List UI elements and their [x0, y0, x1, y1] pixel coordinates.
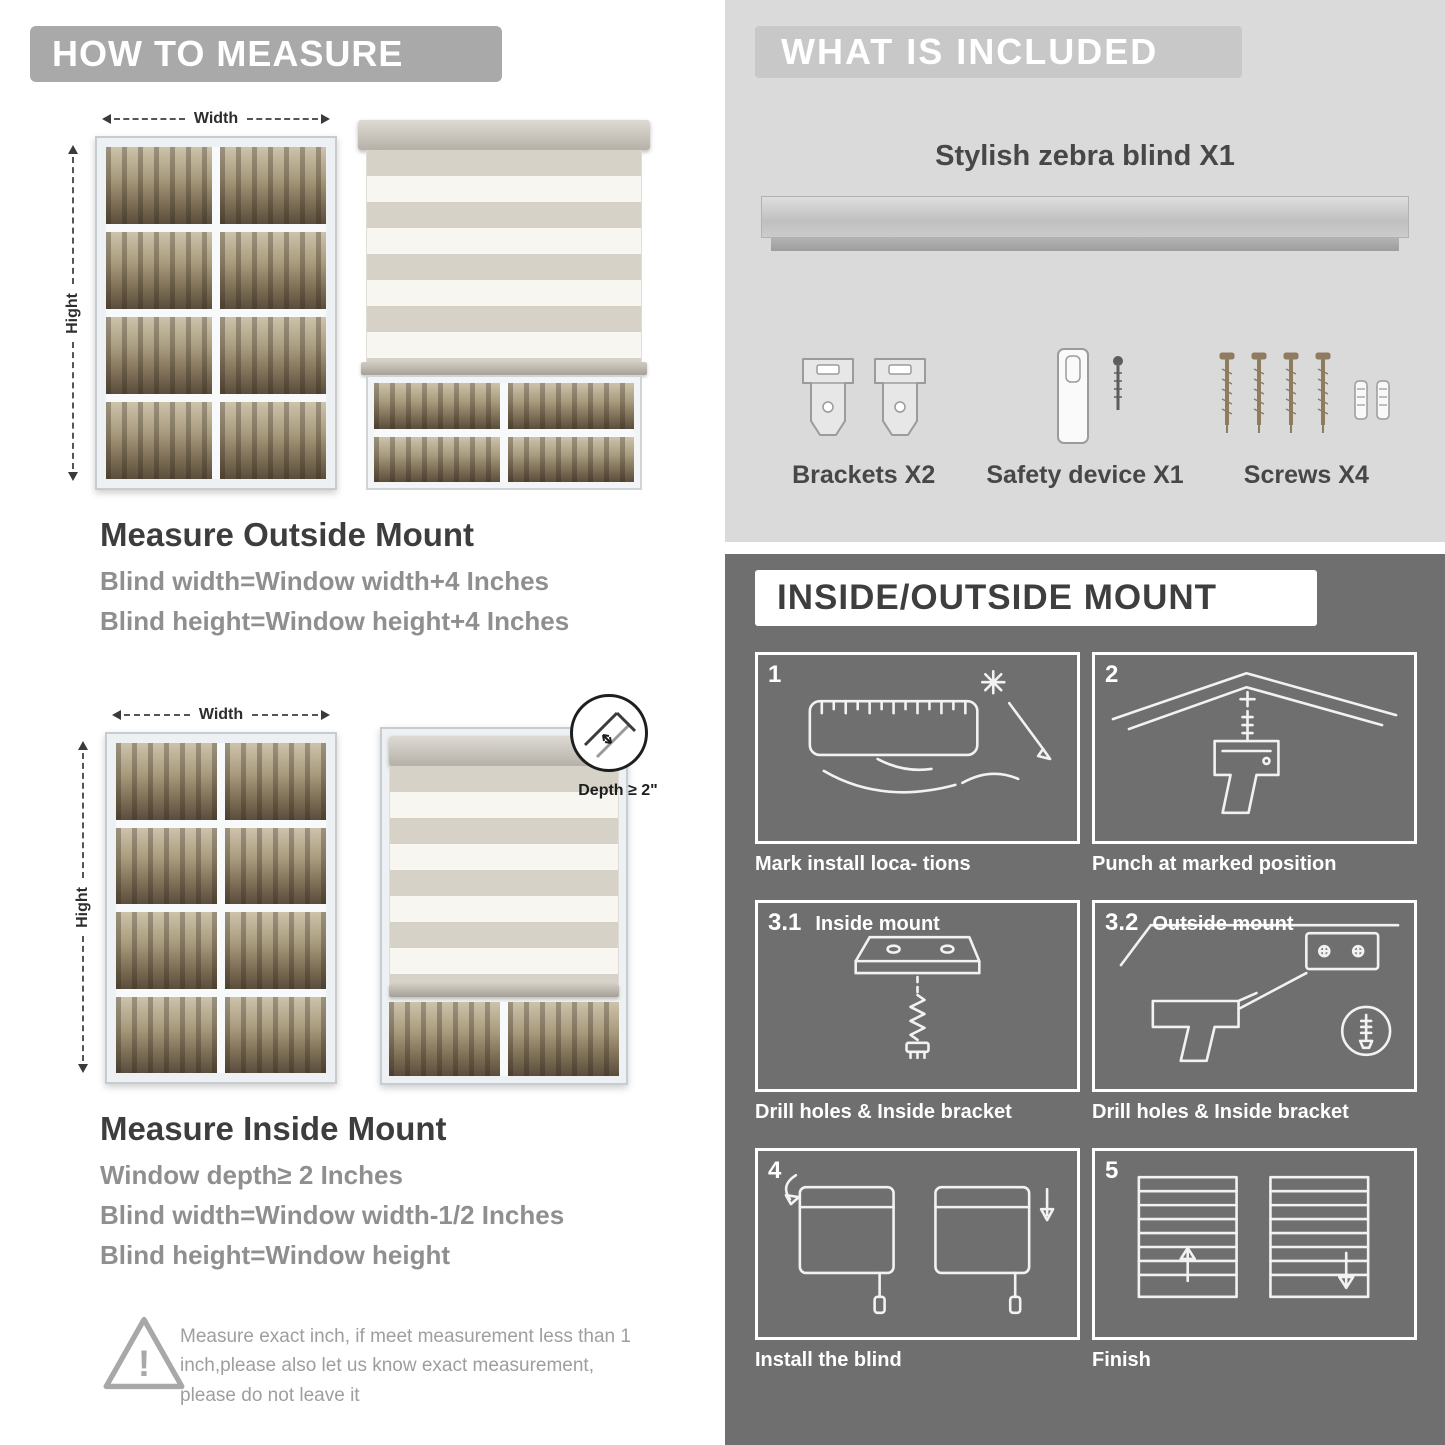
depth-label: Depth ≥ 2"	[578, 782, 658, 799]
window-lower-part	[389, 997, 619, 1076]
step-number: 1	[768, 661, 782, 688]
arrow-down-icon	[68, 472, 78, 486]
inside-mount-line-3: Blind height=Window height	[100, 1240, 450, 1270]
how-to-measure-section: HOW TO MEASURE Width Hight	[0, 0, 722, 1445]
bracket-icon	[873, 358, 926, 436]
step-caption: Mark install loca- tions	[755, 853, 971, 875]
outside-mount-title: Measure Outside Mount	[100, 516, 475, 553]
window-photo-outside	[95, 136, 337, 490]
step-panel: 3.1 Inside mount	[755, 900, 1080, 1092]
zebra-blind-inside-mount	[380, 727, 628, 1085]
mount-step-3-2: 3.2 Outside mount	[1092, 900, 1417, 1124]
warning-triangle-icon: !	[103, 1316, 185, 1390]
step-number: 4	[768, 1157, 782, 1184]
blind-stripes	[389, 766, 619, 984]
step-caption: Install the blind	[755, 1349, 902, 1371]
step-caption: Drill holes & Inside bracket	[1092, 1101, 1349, 1123]
step-caption: Punch at marked position	[1092, 853, 1337, 875]
measuring-tape-illustration	[808, 669, 1052, 794]
outside-mount-line-2: Blind height=Window height+4 Inches	[100, 606, 570, 636]
mount-step-1: 1 Mark install loca- ti	[755, 652, 1080, 876]
arrow-up-icon	[78, 736, 88, 750]
finished-blinds-illustration	[1137, 1175, 1370, 1299]
step-panel: 2	[1092, 652, 1417, 844]
blind-stripes	[366, 150, 642, 362]
mount-step-5: 5 Finish	[1092, 1148, 1417, 1372]
outside-mount-line-1: Blind width=Window width+4 Inches	[100, 566, 549, 596]
mount-step-3-1: 3.1 Inside mount Drill h	[755, 900, 1080, 1124]
mount-steps-grid: 1 Mark install loca- ti	[755, 652, 1417, 1372]
included-item-brackets: Brackets X2	[753, 312, 974, 490]
window-corner-detail-icon	[583, 711, 637, 759]
window-panes	[116, 743, 326, 1073]
height-arrow-inside: Hight	[72, 736, 94, 1078]
step-panel: 3.2 Outside mount	[1092, 900, 1417, 1092]
step-number: 5	[1105, 1157, 1119, 1184]
inside-bracket-screw-illustration	[854, 935, 981, 1060]
width-arrow-inside: Width	[107, 706, 335, 724]
mount-step-2: 2 Punch at marked posi	[1092, 652, 1417, 876]
width-label: Width	[193, 110, 239, 127]
install-blind-illustration	[784, 1173, 1055, 1315]
included-item-safety-device: Safety device X1	[974, 312, 1195, 490]
height-label: Hight	[64, 292, 81, 334]
bracket-icon	[801, 358, 854, 436]
zebra-blind-headrail-image	[761, 196, 1409, 251]
mount-step-4: 4	[755, 1148, 1080, 1372]
blind-bottom-rail	[361, 362, 647, 375]
step-caption: Drill holes & Inside bracket	[755, 1101, 1012, 1123]
mount-banner-label: INSIDE/OUTSIDE MOUNT	[777, 578, 1218, 617]
arrow-right-icon	[321, 710, 335, 720]
included-items: Brackets X2 Safety device X1	[753, 312, 1417, 490]
blind-cassette	[358, 120, 650, 150]
arrow-left-icon	[107, 710, 121, 720]
screws-label: Screws X4	[1243, 461, 1369, 489]
inside-mount-line-2: Blind width=Window width-1/2 Inches	[100, 1200, 565, 1230]
step-number: 3.1	[768, 909, 802, 936]
what-is-included-banner-label: WHAT IS INCLUDED	[781, 31, 1159, 72]
inside-mount-line-1: Window depth≥ 2 Inches	[100, 1160, 403, 1190]
step-panel: 5	[1092, 1148, 1417, 1340]
safety-device-label: Safety device X1	[986, 461, 1184, 489]
step-title: Inside mount	[815, 913, 940, 935]
inside-mount-title: Measure Inside Mount	[100, 1110, 447, 1147]
safety-device-icon	[1056, 348, 1123, 444]
step-number: 3.2	[1105, 909, 1139, 936]
how-to-measure-banner: HOW TO MEASURE	[30, 26, 502, 82]
product-label: Stylish zebra blind X1	[935, 140, 1235, 172]
window-lower-part	[366, 375, 642, 490]
arrow-left-icon	[97, 114, 111, 124]
drill-illustration	[1111, 671, 1398, 815]
step-panel: 1	[755, 652, 1080, 844]
outside-bracket-drill-illustration	[1119, 923, 1400, 1063]
what-is-included-banner: WHAT IS INCLUDED	[755, 26, 1242, 78]
depth-detail-circle	[570, 694, 648, 772]
arrow-right-icon	[321, 114, 335, 124]
height-label: Hight	[74, 886, 91, 928]
brackets-label: Brackets X2	[792, 461, 936, 489]
window-photo-inside	[105, 732, 337, 1084]
zebra-blind-outside-mount	[358, 120, 650, 490]
arrow-up-icon	[68, 140, 78, 154]
how-to-measure-banner-label: HOW TO MEASURE	[52, 33, 404, 74]
step-title: Outside mount	[1152, 913, 1294, 935]
screws-icon	[1219, 352, 1391, 433]
mount-banner: INSIDE/OUTSIDE MOUNT	[755, 570, 1317, 626]
wall-anchor-icon	[1354, 380, 1391, 420]
what-is-included-section: WHAT IS INCLUDED Stylish zebra blind X1	[725, 0, 1445, 542]
step-caption: Finish	[1092, 1349, 1151, 1371]
warning-exclamation: !	[138, 1343, 150, 1384]
width-label: Width	[198, 706, 244, 723]
window-panes	[106, 147, 326, 479]
measurement-warning-text: Measure exact inch, if meet measurement …	[180, 1326, 631, 1406]
inside-outside-mount-section: INSIDE/OUTSIDE MOUNT 1	[725, 554, 1445, 1445]
arrow-down-icon	[78, 1064, 88, 1078]
included-item-screws: Screws X4	[1196, 312, 1417, 490]
step-number: 2	[1105, 661, 1119, 688]
step-panel: 4	[755, 1148, 1080, 1340]
blind-bottom-rail	[389, 984, 619, 997]
width-arrow-outside: Width	[97, 110, 335, 128]
height-arrow-outside: Hight	[62, 140, 84, 486]
